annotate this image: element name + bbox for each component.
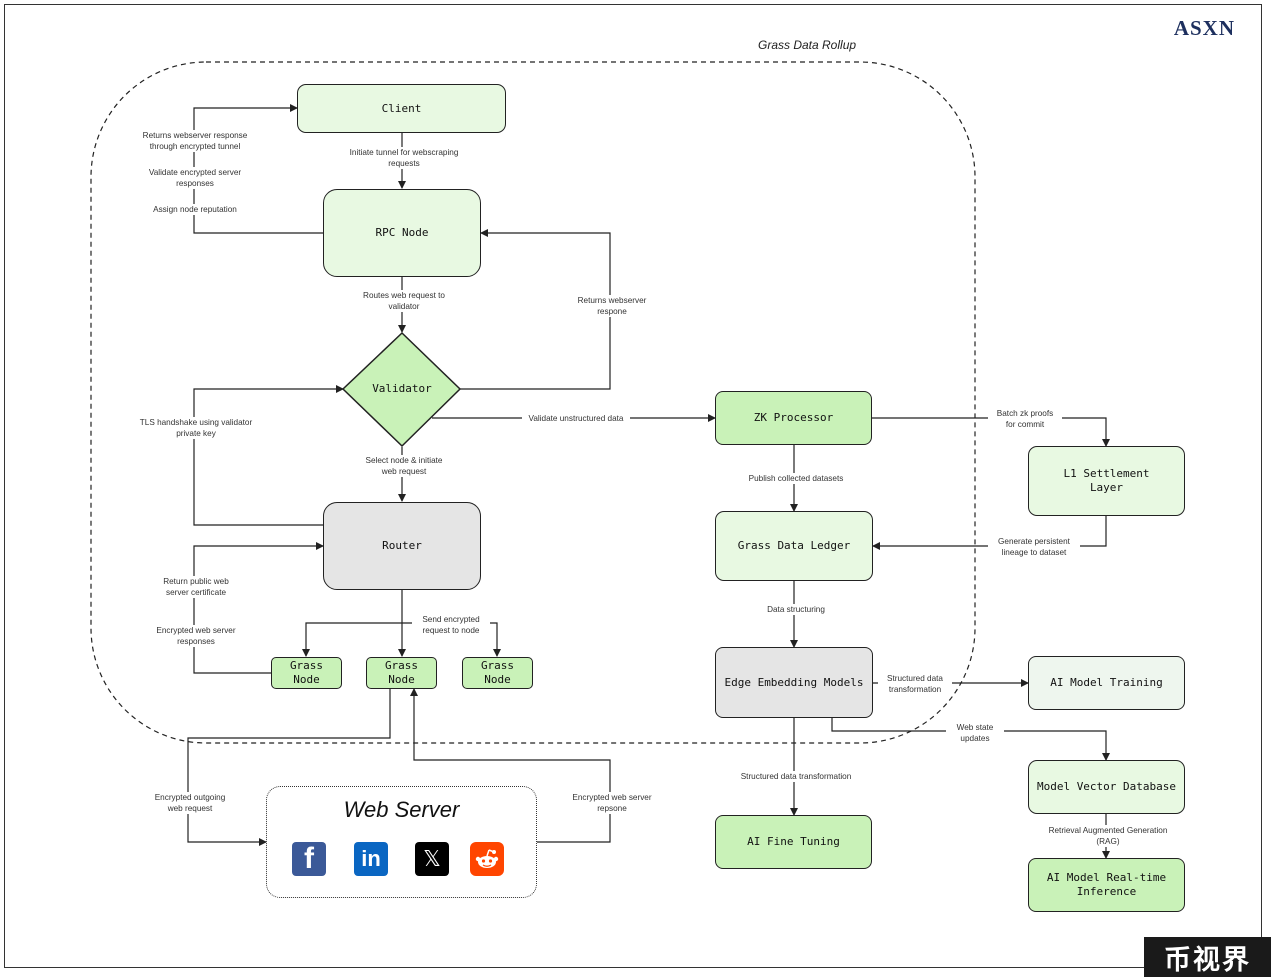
label-structured-data-transformation: Structured data transformation — [730, 771, 862, 782]
grass-node-1-label: Grass Node — [289, 659, 324, 686]
validator-node[interactable]: Validator — [360, 376, 444, 402]
arrow-grass-to-webserver — [187, 689, 391, 846]
edge-embedding-node[interactable]: Edge Embedding Models — [715, 647, 873, 718]
rollup-title: Grass Data Rollup — [758, 38, 857, 52]
ai-inference-label: AI Model Real-time Inference — [1046, 871, 1167, 898]
arrow-webserver-to-grass — [410, 688, 611, 843]
ai-model-training-node[interactable]: AI Model Training — [1028, 656, 1185, 710]
router-node[interactable]: Router — [323, 502, 481, 590]
label-batch-proofs: Batch zk proofs for commit — [988, 408, 1062, 430]
web-server-title: Web Server — [343, 797, 460, 822]
l1-settlement-label: L1 Settlement Layer — [1063, 467, 1150, 494]
grass-node-2-label: Grass Node — [384, 659, 419, 686]
arrow-l1-to-ledger — [872, 516, 1107, 550]
model-vector-database-label: Model Vector Database — [1036, 780, 1177, 793]
linkedin-icon: in — [354, 842, 388, 876]
reddit-alien-glyph — [475, 849, 499, 868]
label-initiate-tunnel: Initiate tunnel for webscraping requests — [340, 147, 468, 169]
label-rag: Retrieval Augmented Generation (RAG) — [1040, 825, 1176, 847]
label-web-state-updates: Web state updates — [946, 722, 1004, 744]
grass-node-3[interactable]: Grass Node — [462, 657, 533, 689]
model-vector-database-node[interactable]: Model Vector Database — [1028, 760, 1185, 814]
brand-logo: ASXN — [1173, 16, 1235, 40]
label-return-certificate: Return public web server certificate — [149, 576, 243, 598]
label-assign-reputation: Assign node reputation — [139, 204, 251, 215]
rpc-label: RPC Node — [375, 226, 429, 239]
validator-diamond — [341, 331, 462, 448]
label-encrypted-responses: Encrypted web server responses — [145, 625, 247, 647]
label-select-node: Select node & initiate web request — [352, 455, 456, 477]
label-data-structuring: Data structuring — [755, 604, 837, 615]
label-validate-unstructured: Validate unstructured data — [522, 413, 630, 424]
web-server-box[interactable]: Web Server f in 𝕏 — [266, 786, 537, 898]
label-tls-handshake: TLS handshake using validator private ke… — [134, 417, 258, 439]
ai-fine-tuning-node[interactable]: AI Fine Tuning — [715, 815, 872, 869]
label-validate-encrypted: Validate encrypted server responses — [139, 167, 251, 189]
label-encrypted-repsone: Encrypted web server repsone — [563, 792, 661, 814]
zk-processor-node[interactable]: ZK Processor — [715, 391, 872, 445]
facebook-icon: f — [292, 842, 326, 876]
arrow-router-to-grass1 — [302, 622, 402, 657]
rpc-node[interactable]: RPC Node — [323, 189, 481, 277]
label-returns-webserver-respone: Returns webserver respone — [569, 295, 655, 317]
label-routes-request: Routes web request to validator — [352, 290, 456, 312]
grass-node-1[interactable]: Grass Node — [271, 657, 342, 689]
ai-inference-node[interactable]: AI Model Real-time Inference — [1028, 858, 1185, 912]
grass-node-3-label: Grass Node — [480, 659, 515, 686]
arrow-router-to-validator — [193, 385, 344, 526]
arrow-zk-to-l1 — [872, 417, 1110, 447]
validator-label: Validator — [372, 382, 432, 395]
arrow-grass-to-router — [193, 542, 324, 674]
label-generate-lineage: Generate persistent lineage to dataset — [988, 536, 1080, 558]
label-send-encrypted: Send encrypted request to node — [412, 614, 490, 636]
zk-processor-label: ZK Processor — [753, 411, 834, 424]
reddit-icon — [470, 842, 504, 876]
client-node[interactable]: Client — [297, 84, 506, 133]
x-icon: 𝕏 — [415, 842, 449, 876]
ai-model-training-label: AI Model Training — [1050, 676, 1163, 689]
label-returns-response: Returns webserver response through encry… — [139, 130, 251, 152]
edge-embedding-label: Edge Embedding Models — [724, 675, 864, 689]
rollup-boundary — [90, 61, 976, 744]
label-structured-transformation: Structured data transformation — [878, 673, 952, 695]
l1-settlement-node[interactable]: L1 Settlement Layer — [1028, 446, 1185, 516]
grass-data-ledger-node[interactable]: Grass Data Ledger — [715, 511, 873, 581]
client-label: Client — [381, 101, 422, 115]
diagram-frame — [4, 4, 1262, 968]
label-encrypted-outgoing: Encrypted outgoing web request — [143, 792, 237, 814]
grass-node-2[interactable]: Grass Node — [366, 657, 437, 689]
grass-data-ledger-label: Grass Data Ledger — [737, 539, 851, 552]
label-publish-datasets: Publish collected datasets — [738, 473, 854, 484]
ai-fine-tuning-label: AI Fine Tuning — [747, 835, 840, 848]
router-label: Router — [382, 539, 422, 552]
watermark: 币视界 — [1144, 937, 1271, 977]
